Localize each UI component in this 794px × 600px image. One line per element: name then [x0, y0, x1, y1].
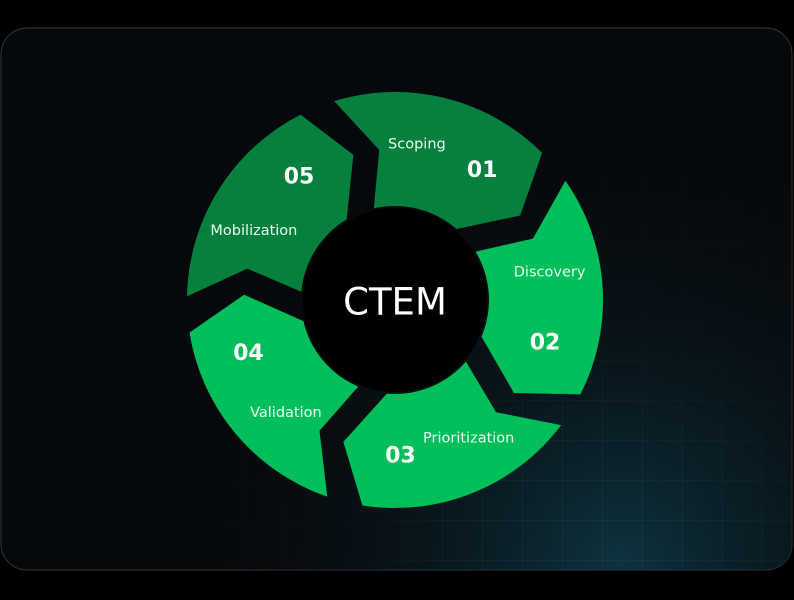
segment-number-02: 02 [530, 331, 561, 356]
segment-number-04: 04 [233, 341, 264, 366]
segment-label-validation: Validation [250, 405, 322, 421]
segment-mobilization [187, 114, 354, 297]
center-label: CTEM [343, 281, 447, 324]
segment-label-discovery: Discovery [514, 265, 586, 281]
cycle-segments [187, 92, 603, 509]
segment-validation [189, 294, 359, 497]
segment-number-05: 05 [284, 165, 315, 190]
segment-label-mobilization: Mobilization [210, 223, 297, 239]
segment-label-scoping: Scoping [388, 137, 446, 153]
segment-label-prioritization: Prioritization [423, 431, 514, 447]
segment-number-03: 03 [385, 443, 416, 468]
center-hub [303, 208, 487, 392]
segment-number-01: 01 [467, 158, 498, 183]
segment-scoping [334, 92, 543, 230]
segment-discovery [475, 180, 603, 395]
segment-prioritization [343, 361, 562, 509]
